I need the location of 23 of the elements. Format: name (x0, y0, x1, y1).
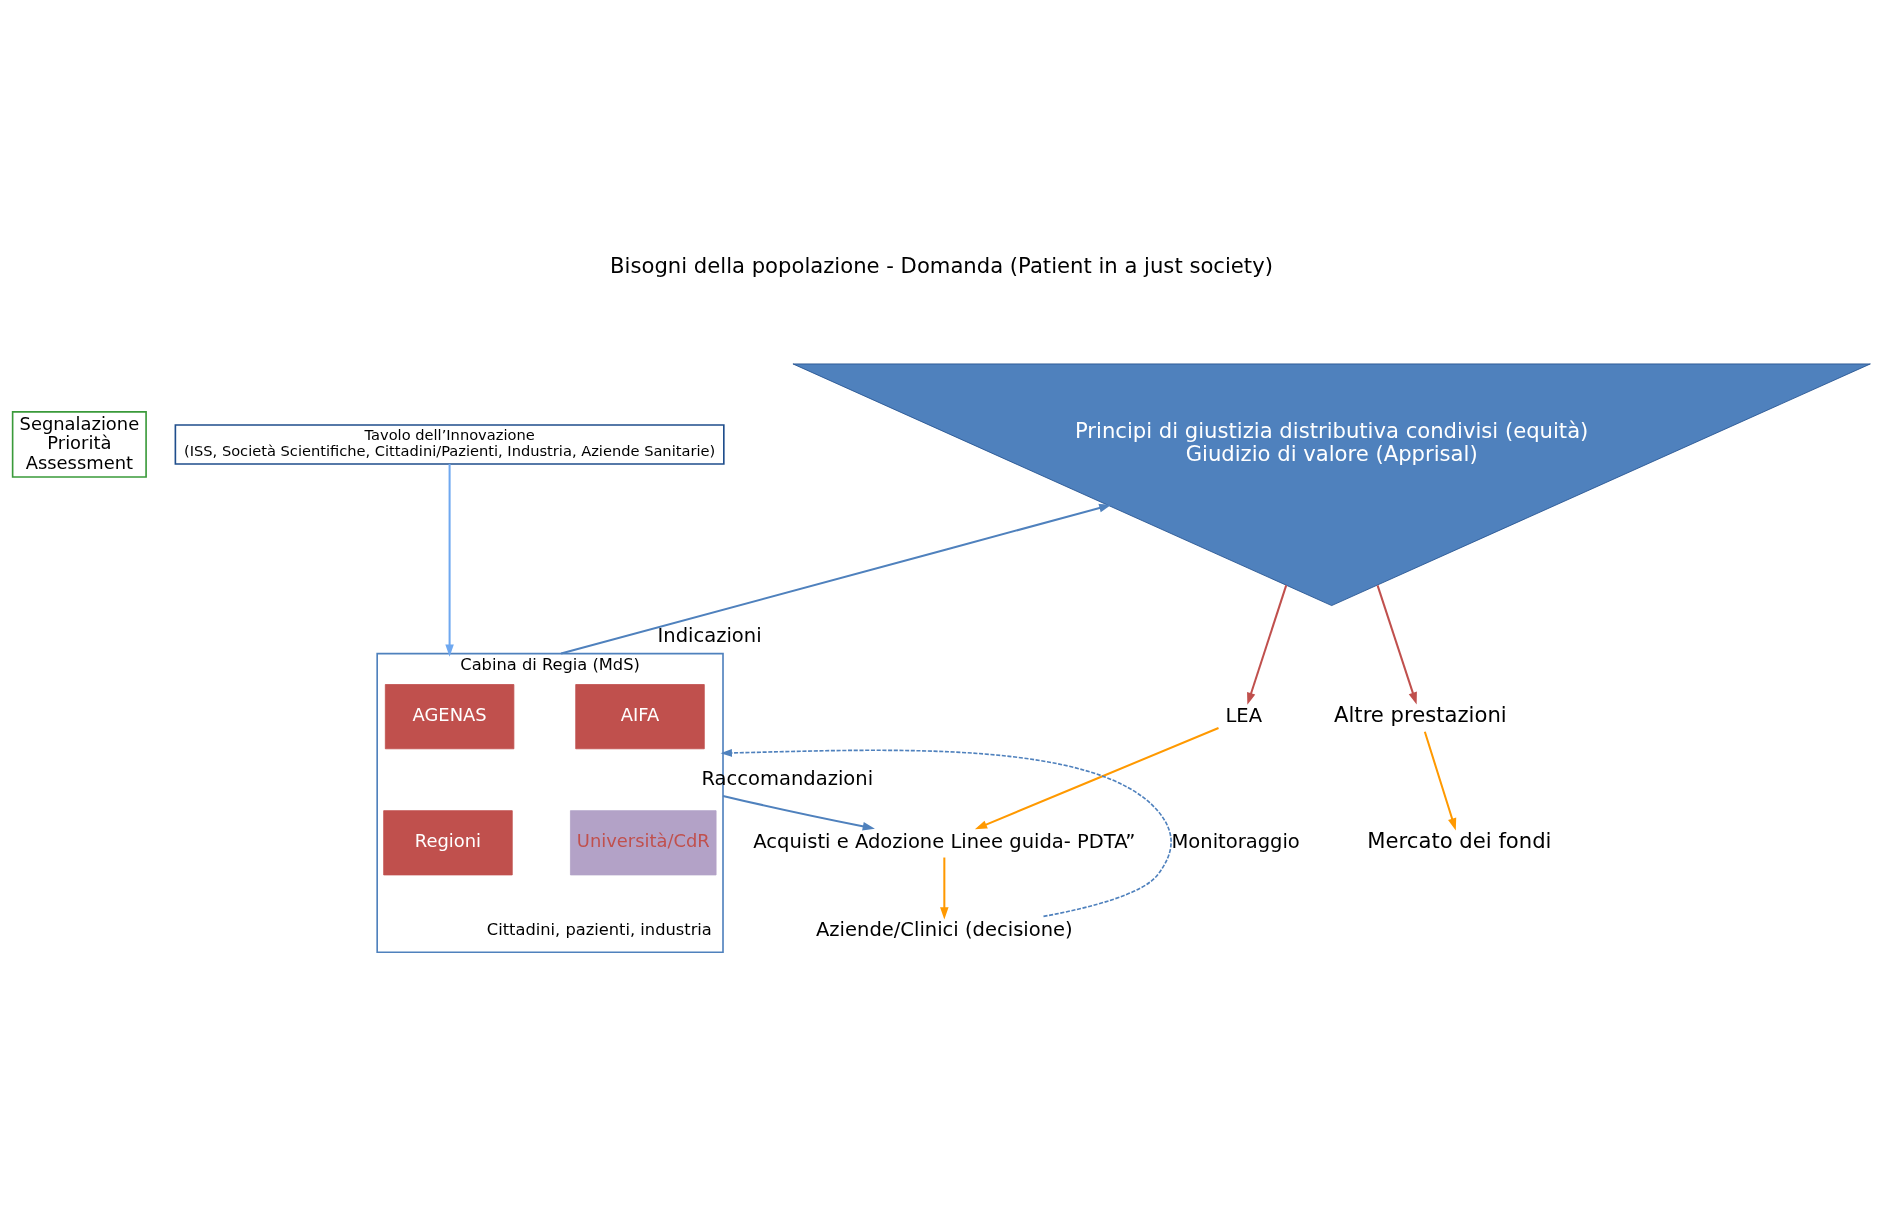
arrow (1423, 730, 1456, 830)
arrow (720, 748, 1172, 917)
arrow (444, 463, 454, 657)
node-text: Acquisti e Adozione Linee guida- PDTA” (752, 829, 1135, 853)
edge-label: Monitoraggio (1171, 829, 1300, 853)
node-text: Mercato dei fondi (1366, 827, 1551, 853)
node-box: AGENAS (384, 683, 514, 749)
arrow (974, 726, 1219, 829)
edge-label: Indicazioni (657, 623, 762, 647)
node-box: Tavolo dell’Innovazione (ISS, Società Scientifiche, Cittadini/Pazienti, Industria, Aziende Sanitarie) (174, 423, 725, 465)
node-box: Università/CdR (569, 809, 716, 875)
diagram-title: Bisogni della popolazione - Domanda (Patient in a just society) (609, 252, 1273, 278)
node-box: Segnalazione Priorità Assessment (11, 410, 147, 478)
arrow (1376, 584, 1417, 704)
arrow (1246, 584, 1287, 705)
node-text: Altre prestazioni (1333, 701, 1507, 727)
arrow (722, 794, 875, 831)
node-text: LEA (1225, 703, 1262, 727)
arrow (560, 503, 1111, 655)
node-text: Aziende/Clinici (decisione) (815, 917, 1073, 941)
arrow (939, 857, 949, 919)
node-box: AIFA (574, 683, 705, 749)
node-box: Regioni (382, 809, 513, 875)
